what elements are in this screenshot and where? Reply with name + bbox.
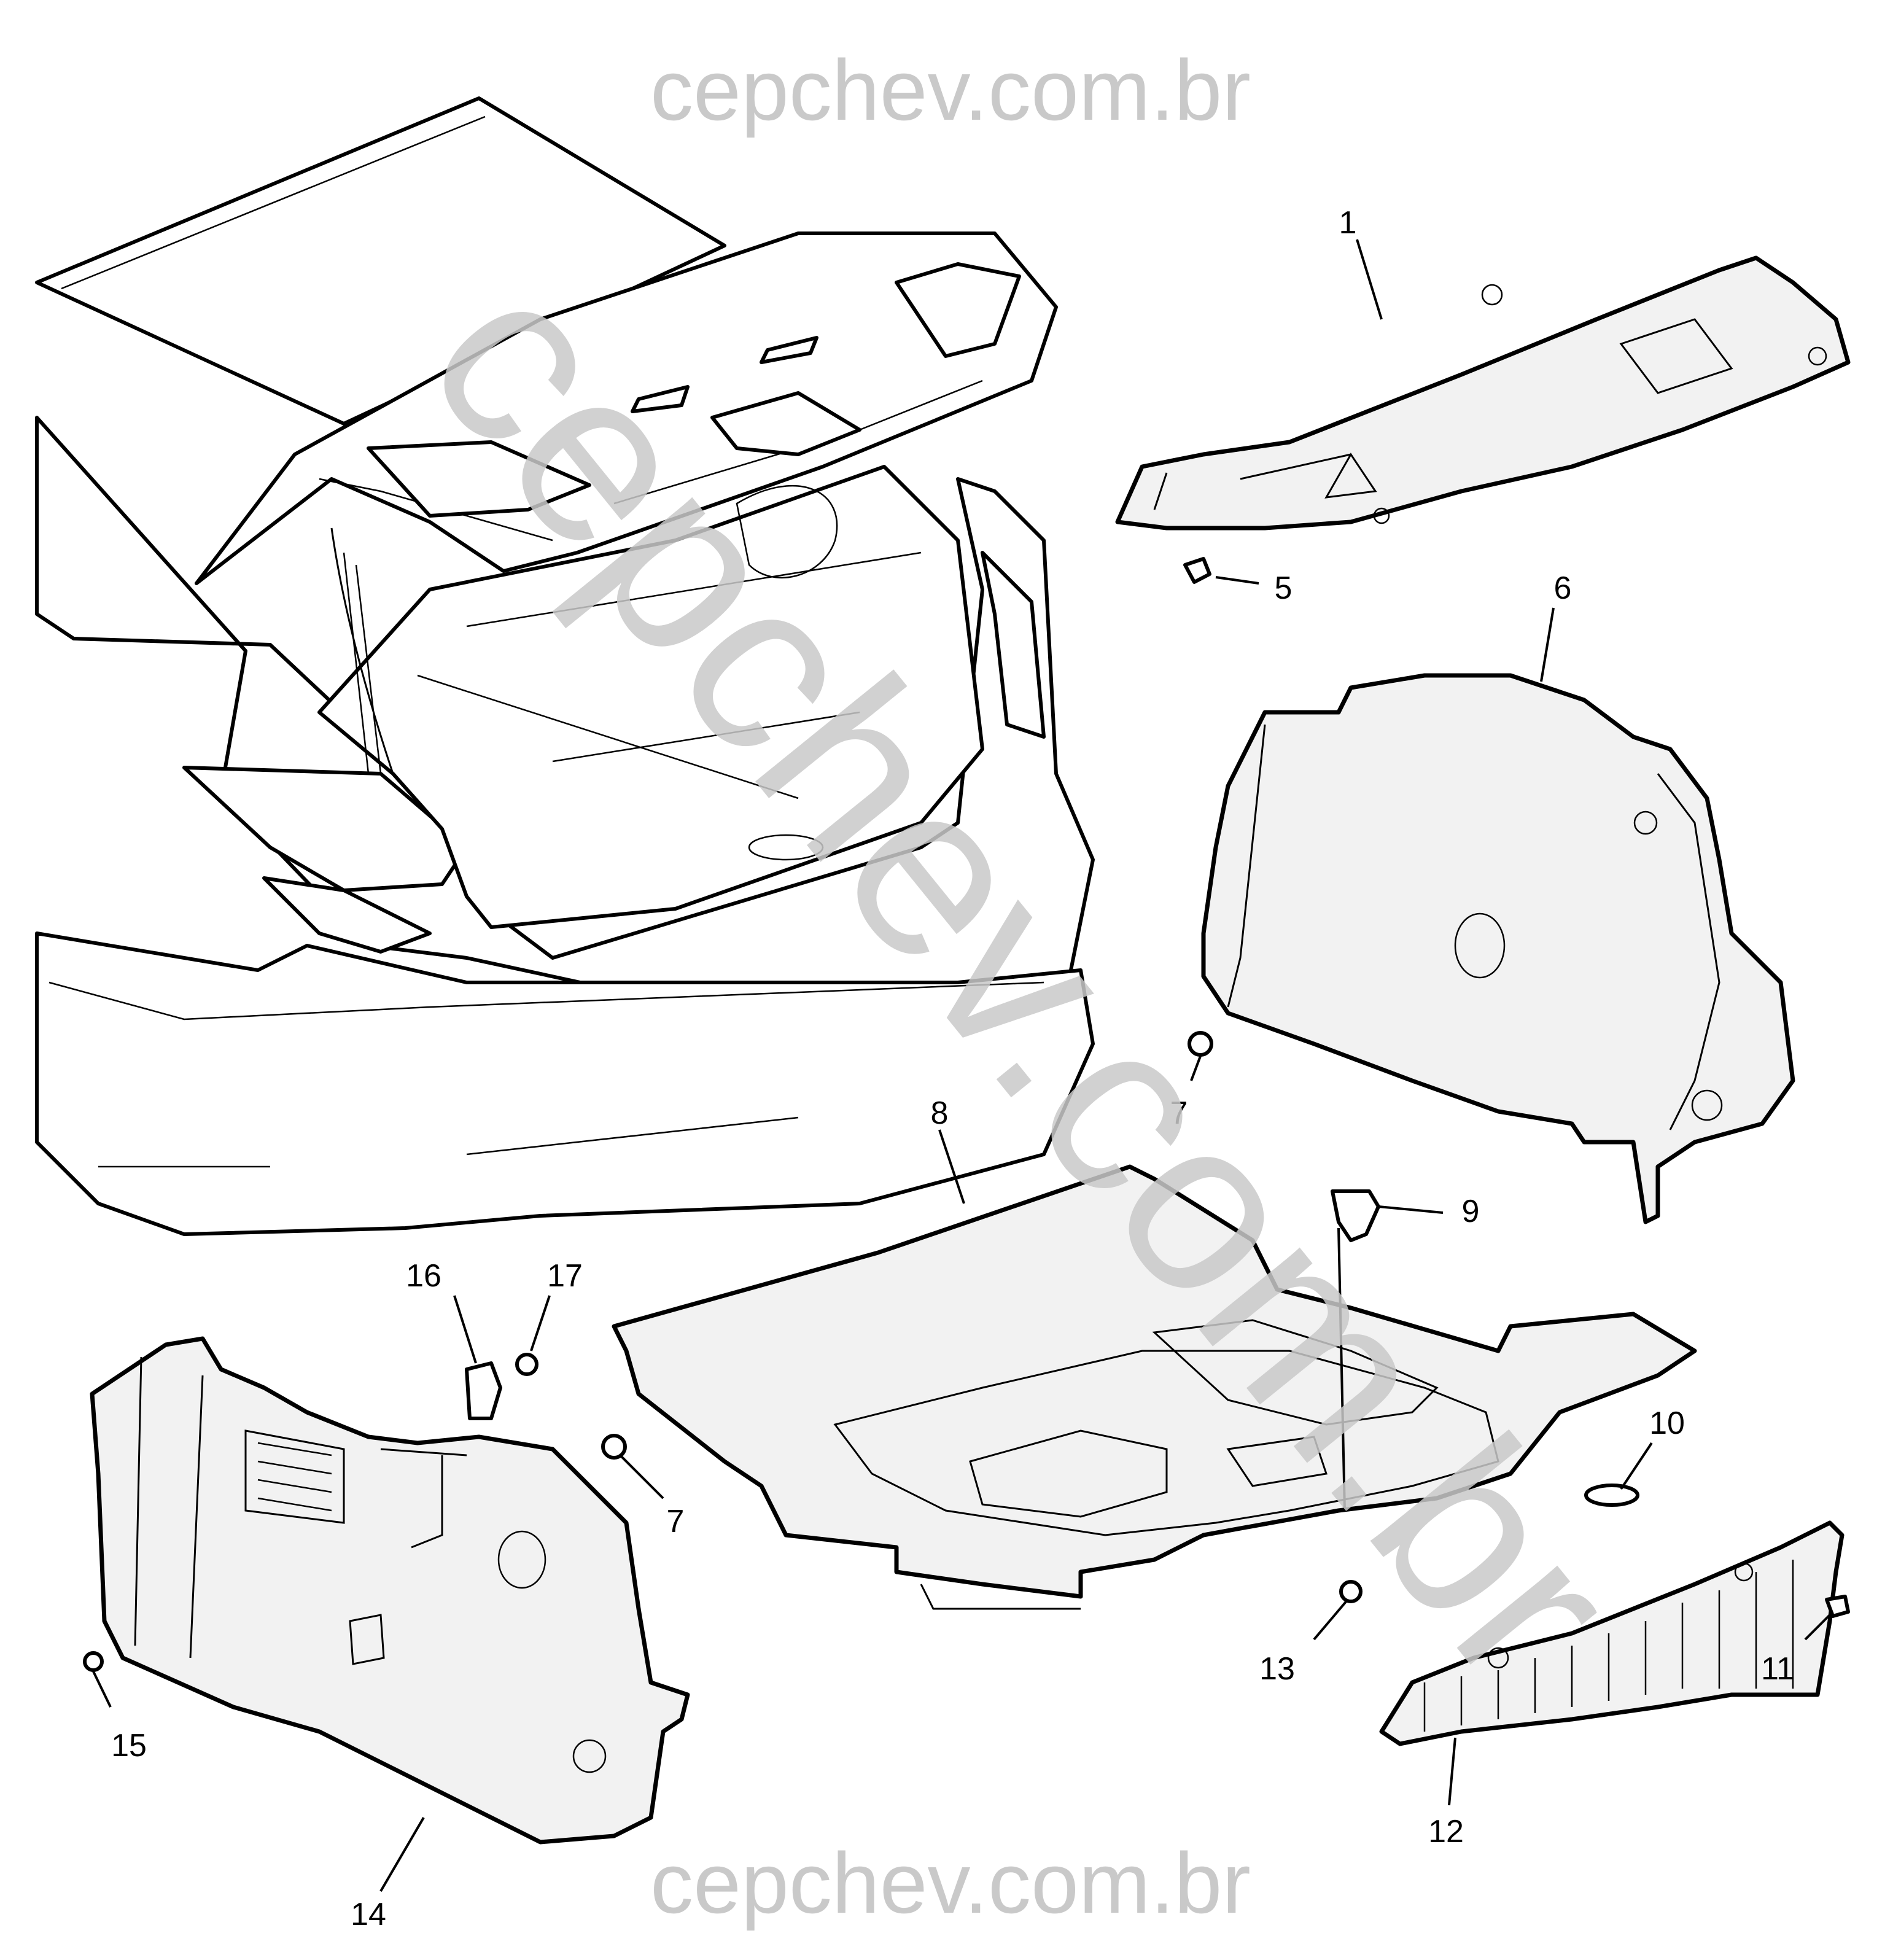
callout-9: 9 xyxy=(1462,1194,1480,1229)
callout-5: 5 xyxy=(1275,570,1293,606)
part-9-clip xyxy=(1331,1189,1380,1242)
callout-7-lower: 7 xyxy=(667,1504,685,1539)
part-7-push-pin-right xyxy=(1188,1031,1213,1057)
callout-7-upper: 7 xyxy=(1170,1095,1188,1131)
callout-labels: 1 5 6 7 8 9 16 17 7 10 13 11 15 12 14 xyxy=(111,205,1794,1932)
leader-lines xyxy=(92,239,1834,1892)
watermark-bottom: cepchev.com.br xyxy=(650,1835,1251,1931)
part-10-plug xyxy=(1584,1484,1639,1507)
callout-11: 11 xyxy=(1761,1651,1794,1687)
callout-16: 16 xyxy=(406,1258,441,1294)
callout-17: 17 xyxy=(547,1258,583,1294)
part-15-nut xyxy=(83,1651,104,1672)
callout-10: 10 xyxy=(1649,1406,1685,1441)
part-17-screw xyxy=(515,1353,538,1376)
part-12-rear-compartment-sill-plate xyxy=(1379,1520,1845,1746)
callout-15: 15 xyxy=(111,1728,147,1764)
callout-14: 14 xyxy=(351,1897,386,1932)
part-14-left-quarter-trim xyxy=(90,1336,690,1845)
callout-12: 12 xyxy=(1428,1814,1464,1849)
part-5-push-pin xyxy=(1183,557,1211,584)
part-13-push-pin xyxy=(1339,1580,1363,1603)
part-16-retainer-clip xyxy=(465,1361,502,1420)
callout-8: 8 xyxy=(931,1095,949,1131)
part-8-trunk-floor-panel xyxy=(612,1164,1697,1610)
watermark-top: cepchev.com.br xyxy=(650,42,1251,138)
callout-6: 6 xyxy=(1554,570,1572,606)
callout-13: 13 xyxy=(1259,1651,1295,1687)
part-6-right-quarter-trim xyxy=(1201,673,1795,1224)
part-7-push-pin-left xyxy=(601,1434,627,1460)
vehicle-rear-body xyxy=(35,96,1095,1236)
part-1-rear-shelf-trim xyxy=(1115,255,1851,531)
callout-1: 1 xyxy=(1339,205,1357,241)
